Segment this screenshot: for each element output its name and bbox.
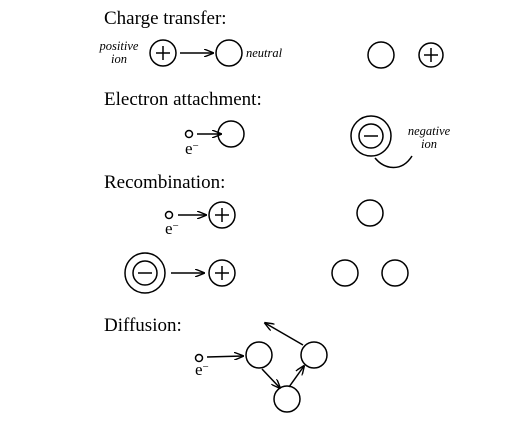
recombination-positive-ion-1 bbox=[208, 201, 236, 229]
diffusion-heading: Diffusion: bbox=[104, 315, 182, 336]
diffusion-particle-2 bbox=[300, 341, 328, 369]
electron-attachment-heading: Electron attachment: bbox=[104, 89, 262, 110]
diffusion-arrow-up bbox=[288, 366, 304, 388]
attachment-electron-label: e− bbox=[185, 140, 199, 157]
diffusion-arrow-back bbox=[265, 323, 304, 346]
diffusion-particle-3 bbox=[273, 385, 301, 413]
diffusion-electron-charge: − bbox=[202, 361, 209, 373]
recombination-result-neutral-1 bbox=[331, 259, 359, 287]
charge-transfer-result-neutral bbox=[367, 41, 395, 69]
recombination-heading: Recombination: bbox=[104, 172, 226, 193]
diffusion-electron-symbol: e bbox=[195, 360, 203, 379]
negative-ion-label: negative ion bbox=[399, 125, 459, 151]
diffusion-arrow-in bbox=[206, 356, 243, 357]
negative-ion-label-line1: negative bbox=[407, 124, 451, 138]
recombination-result-neutral-2 bbox=[381, 259, 409, 287]
negative-ion-label-line2: ion bbox=[421, 137, 437, 151]
neutral-label: neutral bbox=[246, 46, 283, 60]
recombination-electron-label: e− bbox=[165, 220, 179, 237]
positive-ion-label: positive ion bbox=[92, 40, 146, 66]
negative-ion-leader-line bbox=[374, 155, 413, 169]
attachment-electron-charge: − bbox=[192, 140, 199, 152]
recombination-negative-ion bbox=[124, 252, 166, 294]
positive-ion-particle bbox=[149, 39, 177, 67]
attachment-electron bbox=[184, 129, 194, 139]
diffusion-particle-1 bbox=[245, 341, 273, 369]
charge-transfer-result-positive-ion bbox=[418, 42, 444, 68]
attachment-electron-symbol: e bbox=[185, 139, 193, 158]
diffusion-arrow-down bbox=[261, 368, 280, 388]
charge-transfer-heading: Charge transfer: bbox=[104, 8, 227, 29]
positive-ion-label-line1: positive bbox=[99, 39, 139, 53]
neutral-particle bbox=[215, 39, 243, 67]
diffusion-electron-label: e− bbox=[195, 361, 209, 378]
recombination-positive-ion-2 bbox=[208, 259, 236, 287]
recombination-electron-symbol: e bbox=[165, 219, 173, 238]
recombination-result-neutral bbox=[356, 199, 384, 227]
negative-ion-particle bbox=[350, 115, 392, 157]
recombination-electron bbox=[164, 210, 174, 220]
recombination-electron-charge: − bbox=[172, 220, 179, 232]
attachment-neutral-particle bbox=[217, 120, 245, 148]
positive-ion-label-line2: ion bbox=[111, 52, 127, 66]
diffusion-electron bbox=[194, 353, 204, 363]
